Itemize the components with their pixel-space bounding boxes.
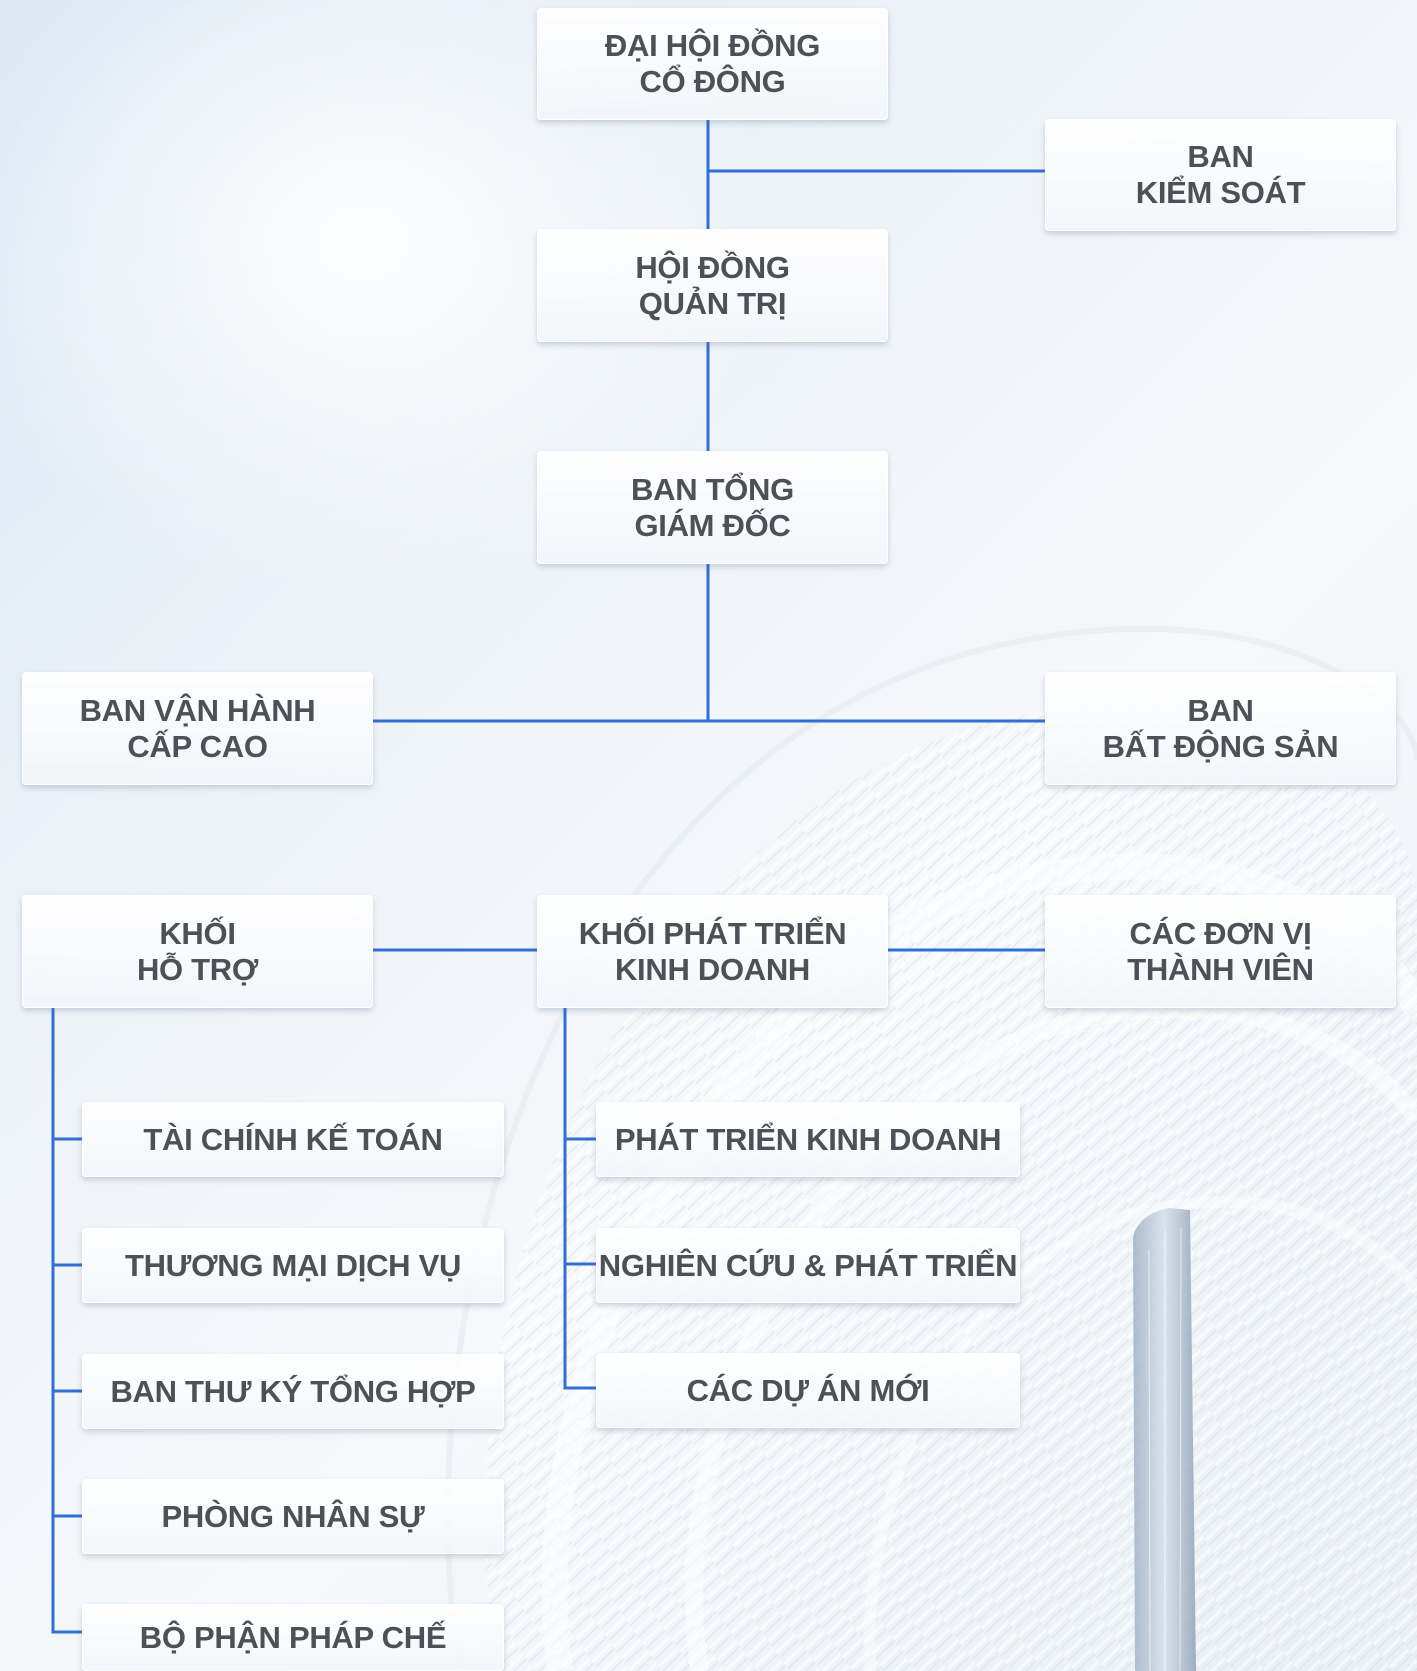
label-general-directors: BAN TỔNG GIÁM ĐỐC xyxy=(631,471,794,543)
connector-support-tree xyxy=(51,1008,82,1634)
box-support-division: KHỐI HỖ TRỢ xyxy=(22,895,373,1008)
box-supervisory-board: BAN KIỂM SOÁT xyxy=(1045,119,1396,231)
label-business-unit: PHÁT TRIỂN KINH DOANH xyxy=(614,1121,1002,1157)
box-business-unit: NGHIÊN CỨU & PHÁT TRIỂN xyxy=(596,1228,1020,1303)
label-member-units: CÁC ĐƠN VỊ THÀNH VIÊN xyxy=(1127,915,1314,987)
box-support-unit: TÀI CHÍNH KẾ TOÁN xyxy=(82,1102,504,1177)
box-shareholders: ĐẠI HỘI ĐỒNG CỔ ĐÔNG xyxy=(537,8,888,120)
label-support-unit: BỘ PHẬN PHÁP CHẾ xyxy=(139,1619,447,1655)
label-support-unit: PHÒNG NHÂN SỰ xyxy=(161,1498,425,1534)
box-support-unit: PHÒNG NHÂN SỰ xyxy=(82,1479,504,1554)
box-member-units: CÁC ĐƠN VỊ THÀNH VIÊN xyxy=(1045,895,1396,1008)
label-support-unit: BAN THƯ KÝ TỔNG HỢP xyxy=(110,1373,476,1409)
box-senior-operations: BAN VẬN HÀNH CẤP CAO xyxy=(22,672,373,785)
label-support-unit: TÀI CHÍNH KẾ TOÁN xyxy=(143,1121,443,1157)
tower-image xyxy=(1133,1208,1196,1671)
label-support-unit: THƯƠNG MẠI DỊCH VỤ xyxy=(124,1247,462,1283)
box-general-directors: BAN TỔNG GIÁM ĐỐC xyxy=(537,451,888,564)
label-shareholders: ĐẠI HỘI ĐỒNG CỔ ĐÔNG xyxy=(604,28,821,99)
label-business-unit: NGHIÊN CỨU & PHÁT TRIỂN xyxy=(598,1247,1018,1283)
box-board-of-directors: HỘI ĐỒNG QUẢN TRỊ xyxy=(537,229,888,342)
label-support-division: KHỐI HỖ TRỢ xyxy=(136,915,259,987)
box-business-development-division: KHỐI PHÁT TRIỂN KINH DOANH xyxy=(537,895,888,1008)
box-support-unit: BỘ PHẬN PHÁP CHẾ xyxy=(82,1604,504,1671)
label-board-of-directors: HỘI ĐỒNG QUẢN TRỊ xyxy=(635,249,790,321)
label-supervisory-board: BAN KIỂM SOÁT xyxy=(1135,139,1306,210)
box-support-unit: THƯƠNG MẠI DỊCH VỤ xyxy=(82,1228,504,1303)
label-senior-operations: BAN VẬN HÀNH CẤP CAO xyxy=(79,692,316,764)
label-business-unit: CÁC DỰ ÁN MỚI xyxy=(686,1372,930,1408)
label-real-estate: BAN BẤT ĐỘNG SẢN xyxy=(1102,692,1339,764)
label-business-development-division: KHỐI PHÁT TRIỂN KINH DOANH xyxy=(578,915,847,987)
box-business-unit: CÁC DỰ ÁN MỚI xyxy=(596,1353,1020,1428)
connector-business-tree xyxy=(563,1008,596,1390)
box-support-unit: BAN THƯ KÝ TỔNG HỢP xyxy=(82,1354,504,1429)
box-business-unit: PHÁT TRIỂN KINH DOANH xyxy=(596,1102,1020,1177)
box-real-estate: BAN BẤT ĐỘNG SẢN xyxy=(1045,672,1396,785)
